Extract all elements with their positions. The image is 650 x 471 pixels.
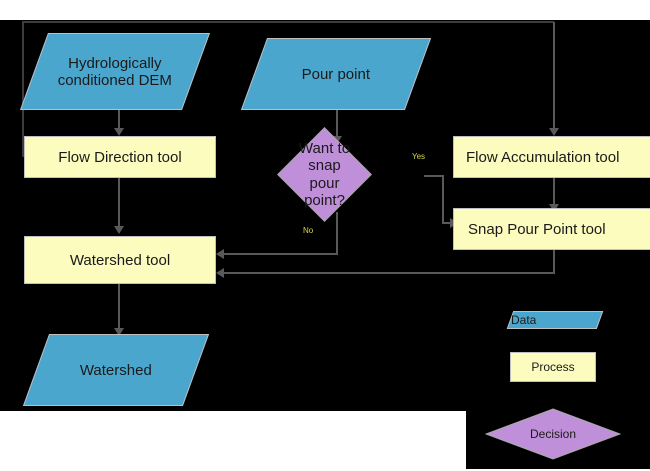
frame-left-border [22,21,24,157]
node-hydrologically-conditioned-dem[interactable]: Hydrologically conditioned DEM [19,33,211,110]
connector-snap-to-watershed-tool-v [553,250,555,274]
connector-yes-segment-h1 [424,175,444,177]
legend-label-data: Data [511,313,537,327]
node-label-dem: Hydrologically conditioned DEM [57,54,173,89]
connector-top-to-flow-accumulation [553,22,555,130]
arrowhead-dem-to-flow-direction [114,128,124,136]
connector-yes-segment-v [442,175,444,223]
node-label-pour-point: Pour point [301,65,371,83]
legend-item-decision: Decision [485,408,621,460]
node-label-decision: Want to snap pour point? [298,140,351,209]
node-label-snap-pour-point: Snap Pour Point tool [468,220,606,238]
node-label-flow-accumulation: Flow Accumulation tool [466,148,620,166]
arrowhead-snap-to-watershed-tool [216,268,224,278]
frame-top-border [22,21,554,23]
node-watershed[interactable]: Watershed [22,334,210,406]
node-watershed-tool[interactable]: Watershed tool [24,236,216,284]
legend-label-process: Process [531,360,575,374]
connector-watershed-tool-to-watershed [118,284,120,330]
legend-item-data: Data [506,311,604,329]
node-flow-accumulation-tool[interactable]: Flow Accumulation tool [453,136,650,178]
connector-flow-accumulation-to-snap [553,178,555,206]
arrowhead-top-to-flow-accumulation [549,128,559,136]
connector-no-segment-h [222,253,338,255]
edge-label-yes: Yes [412,152,426,161]
connector-snap-to-watershed-tool-h [222,272,555,274]
arrowhead-watershed-tool-to-watershed [114,328,124,336]
node-label-watershed: Watershed [80,361,152,379]
connector-yes-segment-h2 [442,222,452,224]
decision-diamond-icon [485,408,621,460]
node-label-flow-direction: Flow Direction tool [58,148,182,166]
node-label-watershed-tool: Watershed tool [69,251,171,269]
connector-flow-direction-to-watershed-tool [118,178,120,228]
arrowhead-no-to-watershed-tool [216,249,224,259]
node-snap-pour-point-tool[interactable]: Snap Pour Point tool [453,208,650,250]
connector-no-segment-v [336,212,338,254]
arrowhead-flow-direction-to-watershed-tool [114,226,124,234]
connector-pour-point-to-decision [336,110,338,138]
node-flow-direction-tool[interactable]: Flow Direction tool [24,136,216,178]
connector-dem-to-flow-direction [118,110,120,130]
edge-label-no: No [303,226,314,235]
legend-item-process: Process [510,352,596,382]
node-pour-point[interactable]: Pour point [240,38,432,110]
